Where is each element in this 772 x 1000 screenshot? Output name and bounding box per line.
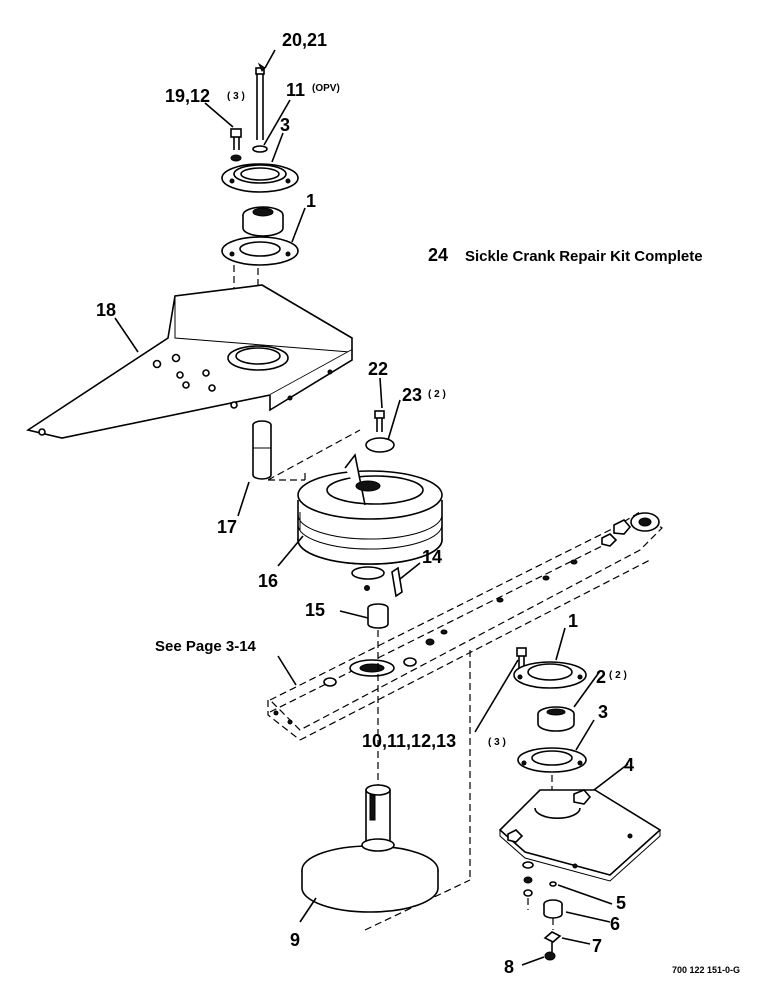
callout-9: 9 xyxy=(290,930,300,950)
spacer-17 xyxy=(252,420,272,480)
callout-4: 4 xyxy=(624,755,634,775)
callout-23-qty: ( 2 ) xyxy=(428,389,446,400)
crank-arm xyxy=(267,511,663,741)
callout-11: 11 xyxy=(286,80,305,100)
callout-14: 14 xyxy=(422,547,442,567)
washer-7 xyxy=(543,931,562,943)
flange-1-bottom xyxy=(513,661,587,689)
kit-number: 24 xyxy=(428,245,448,265)
pulley-16 xyxy=(297,453,443,565)
callout-7: 7 xyxy=(592,936,602,956)
callout-22: 22 xyxy=(368,359,388,379)
callout-8: 8 xyxy=(504,957,514,977)
kit-description: Sickle Crank Repair Kit Complete xyxy=(465,248,703,265)
callout-20-21: 20,21 xyxy=(282,30,327,50)
callout-23: 23 xyxy=(402,385,422,405)
bushing-15 xyxy=(367,603,389,629)
bolt-8 xyxy=(544,942,556,961)
washer-5 xyxy=(549,881,557,887)
small-bolt-19 xyxy=(230,128,242,162)
callout-15: 15 xyxy=(305,600,325,620)
see-page-reference: See Page 3-14 xyxy=(155,638,257,655)
callout-18: 18 xyxy=(96,300,116,320)
leader-lines xyxy=(114,49,629,966)
callout-16: 16 xyxy=(258,571,278,591)
callout-11-note: (OPV) xyxy=(312,83,340,94)
callout-3-top: 3 xyxy=(280,115,290,135)
bearing-top xyxy=(242,206,284,237)
washer-11 xyxy=(252,145,268,153)
callout-17: 17 xyxy=(217,517,237,537)
nut-6 xyxy=(543,899,563,919)
shim xyxy=(351,566,385,580)
callout-3-bottom: 3 xyxy=(598,702,608,722)
callout-5: 5 xyxy=(616,893,626,913)
bracket-4 xyxy=(498,789,662,882)
callout-6: 6 xyxy=(610,914,620,934)
mounting-plate xyxy=(26,284,353,439)
callout-2-qty: ( 2 ) xyxy=(609,670,627,681)
figure-code: 700 122 151-0-G xyxy=(672,965,740,975)
washer-23 xyxy=(365,437,395,453)
bolt-22 xyxy=(374,410,385,432)
callout-10-11-12-13: 10,11,12,13 xyxy=(362,731,456,751)
long-bolt xyxy=(255,67,265,140)
flange-3-bottom xyxy=(517,747,587,773)
callout-10-13-qty: ( 3 ) xyxy=(488,737,506,748)
callout-19-12-qty: ( 3 ) xyxy=(227,91,245,102)
bearing-2 xyxy=(537,706,575,732)
flange-bearing-top xyxy=(221,163,299,193)
plate-1-top xyxy=(221,236,299,266)
crank-disc-9 xyxy=(301,784,439,913)
callout-19-12: 19,12 xyxy=(165,86,210,106)
callout-1-bottom: 1 xyxy=(568,611,578,631)
key-14 xyxy=(391,566,403,598)
callout-1-top: 1 xyxy=(306,191,316,211)
washer-stack xyxy=(522,861,534,910)
callout-2: 2 xyxy=(596,667,606,687)
